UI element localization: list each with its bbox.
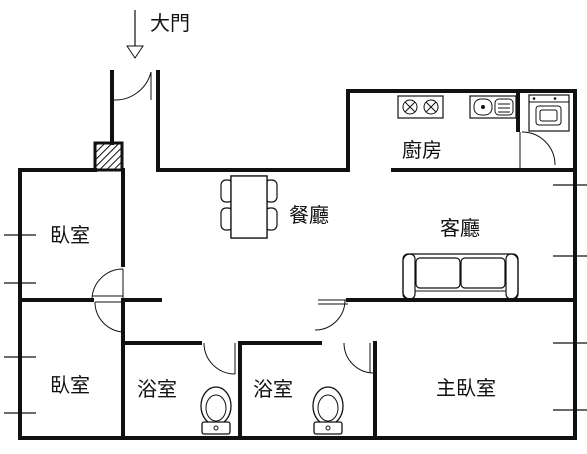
sofa-icon (402, 253, 519, 300)
windows (4, 184, 587, 414)
bathroom-1-door[interactable] (203, 342, 240, 375)
entrance-label: 大門 (150, 11, 190, 35)
toilet-icon (200, 386, 232, 435)
washing-machine-icon (528, 94, 570, 132)
room-label-living: 客廳 (440, 216, 480, 240)
bedroom-1-door[interactable] (91, 268, 124, 301)
room-label-master-bedroom: 主臥室 (436, 376, 496, 400)
bathroom-2-door[interactable] (343, 342, 375, 374)
hatched-pillar-icon (93, 141, 124, 172)
arrow-down-icon (126, 10, 144, 59)
room-label-bedroom: 臥室 (50, 223, 90, 247)
interior-walls (18, 89, 577, 440)
entrance-door[interactable] (113, 71, 152, 101)
room-label-kitchen: 廚房 (402, 138, 442, 162)
sink-icon (469, 95, 517, 119)
room-label-dining: 餐廳 (289, 203, 329, 227)
stove-icon (397, 95, 444, 119)
room-label-bedroom: 臥室 (50, 373, 90, 397)
room-label-bathroom: 浴室 (253, 377, 293, 401)
kitchen-door[interactable] (519, 131, 556, 168)
bedroom-2-door[interactable] (94, 301, 126, 333)
toilet-icon (312, 386, 344, 435)
master-bedroom-door[interactable] (314, 299, 348, 331)
outer-walls (18, 70, 577, 440)
room-label-bathroom: 浴室 (137, 377, 177, 401)
dining-table-icon (220, 175, 278, 239)
